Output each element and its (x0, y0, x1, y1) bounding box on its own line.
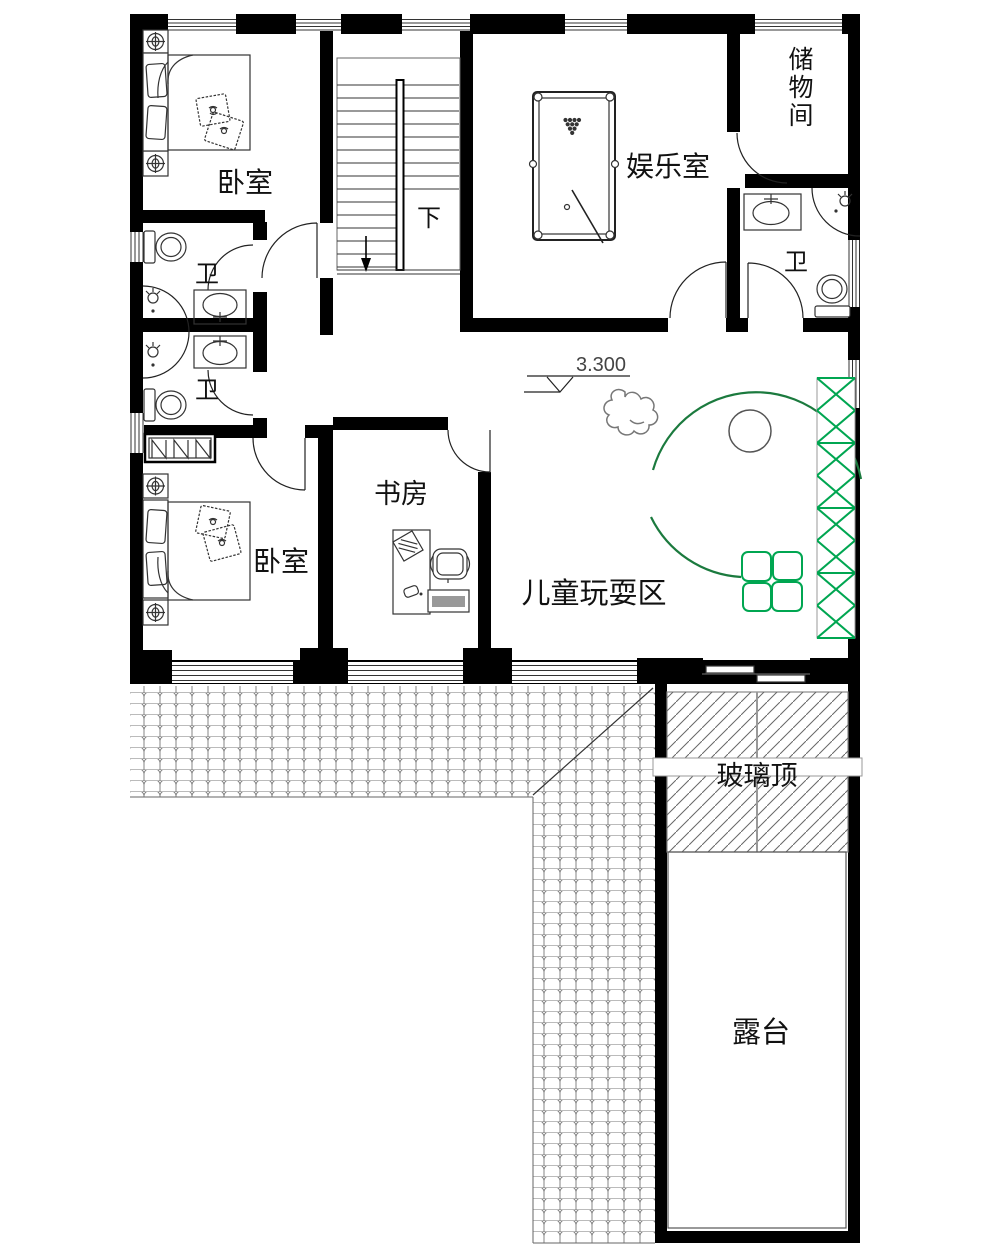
play-ball (728, 409, 772, 453)
window (129, 232, 144, 262)
bathroom-fixtures (743, 187, 861, 318)
room-label-storage: 储 物 间 (788, 46, 813, 130)
door-arc (207, 244, 254, 291)
room-label-study: 书房 (374, 479, 428, 509)
shower (142, 285, 190, 333)
quilt (204, 111, 244, 151)
window (296, 17, 341, 31)
window (565, 17, 627, 31)
lamp-icon (146, 154, 165, 173)
room-label-bath-upper: 卫 (195, 261, 219, 288)
stair-handrail (395, 79, 405, 271)
window (129, 413, 144, 453)
hanger-icon (151, 438, 211, 460)
door-arc (252, 437, 306, 491)
quilt (195, 504, 231, 540)
bathroom-fixtures (142, 331, 247, 422)
sink (193, 335, 247, 369)
wardrobe (143, 432, 217, 464)
blanket-fold (157, 556, 194, 601)
cue-ball (563, 203, 571, 211)
window (402, 17, 470, 31)
svg-text:间: 间 (788, 102, 813, 130)
stairs-down-label: 下 (417, 205, 441, 232)
room-label-terrace: 露台 (732, 1016, 790, 1049)
headboard (142, 52, 169, 152)
toilet (814, 274, 851, 318)
billiard-balls (563, 117, 582, 135)
window (847, 240, 861, 307)
mouse-icon (403, 585, 420, 598)
doors (207, 132, 804, 491)
toilet (143, 388, 187, 422)
sink (193, 289, 247, 325)
lamp-icon (146, 32, 165, 51)
pillow (145, 105, 168, 141)
room-label-play-area: 儿童玩耍区 (521, 577, 666, 610)
room-label-bedroom-top: 卧室 (217, 167, 273, 198)
play-mat (741, 551, 803, 612)
cue-stick (571, 189, 604, 244)
lamp-icon (146, 603, 165, 622)
door-arc (747, 262, 804, 319)
lamp-icon (146, 476, 165, 496)
window (755, 17, 845, 31)
room-label-bath-lower: 卫 (195, 377, 219, 404)
bathroom-fixtures (142, 230, 247, 333)
mattress (167, 501, 251, 601)
window (512, 662, 640, 683)
svg-text:物: 物 (788, 74, 813, 102)
door-arc (207, 369, 254, 416)
elevation-value: 3.300 (576, 354, 626, 376)
room-labels: 卧室 下 娱乐室 储 物 间 卫 卫 卫 书房 卧室 儿童玩耍区 玻璃顶 露台 (195, 46, 814, 1049)
door-arc (736, 132, 788, 184)
bed (142, 29, 251, 177)
stair-arrow (361, 236, 371, 272)
glass-roof (652, 691, 863, 853)
terrace (667, 851, 847, 1229)
walls (130, 18, 860, 1243)
door-arc (669, 261, 727, 319)
trellis (816, 377, 856, 639)
toy-icon (603, 388, 659, 436)
pillow (145, 509, 168, 545)
shower (142, 331, 190, 379)
sliding-door (702, 665, 810, 683)
window (348, 662, 468, 683)
door-arc (447, 429, 491, 473)
bed (142, 473, 251, 626)
room-label-glass-roof: 玻璃顶 (717, 761, 798, 791)
blanket-fold (157, 54, 194, 99)
window (168, 17, 236, 31)
quilt (202, 524, 242, 562)
elevation-marker: 3.300 (524, 354, 630, 393)
roof-ridge-line (532, 687, 654, 796)
door-arc (261, 222, 318, 279)
keyboard-shelf (427, 589, 470, 613)
quilt (195, 93, 231, 127)
room-label-bedroom-bottom: 卧室 (253, 546, 309, 577)
stairs (336, 57, 461, 275)
desk (392, 529, 471, 615)
play-area-decor (603, 377, 863, 639)
window (172, 662, 293, 683)
room-label-entertainment: 娱乐室 (626, 151, 710, 182)
play-circle-arc (650, 516, 742, 579)
shower (811, 187, 861, 237)
tile-roof (130, 686, 655, 1244)
wall-piers (130, 14, 860, 684)
desk-lamp-icon (392, 530, 424, 562)
toilet (143, 230, 187, 264)
glass-roof-beam (652, 757, 863, 777)
mattress (167, 54, 251, 151)
sink (743, 193, 802, 231)
pillow (145, 550, 168, 586)
room-label-bath-right: 卫 (784, 249, 808, 276)
headboard (142, 499, 169, 599)
office-chair (429, 548, 471, 583)
pool-table (528, 91, 620, 244)
svg-text:储: 储 (788, 46, 813, 74)
